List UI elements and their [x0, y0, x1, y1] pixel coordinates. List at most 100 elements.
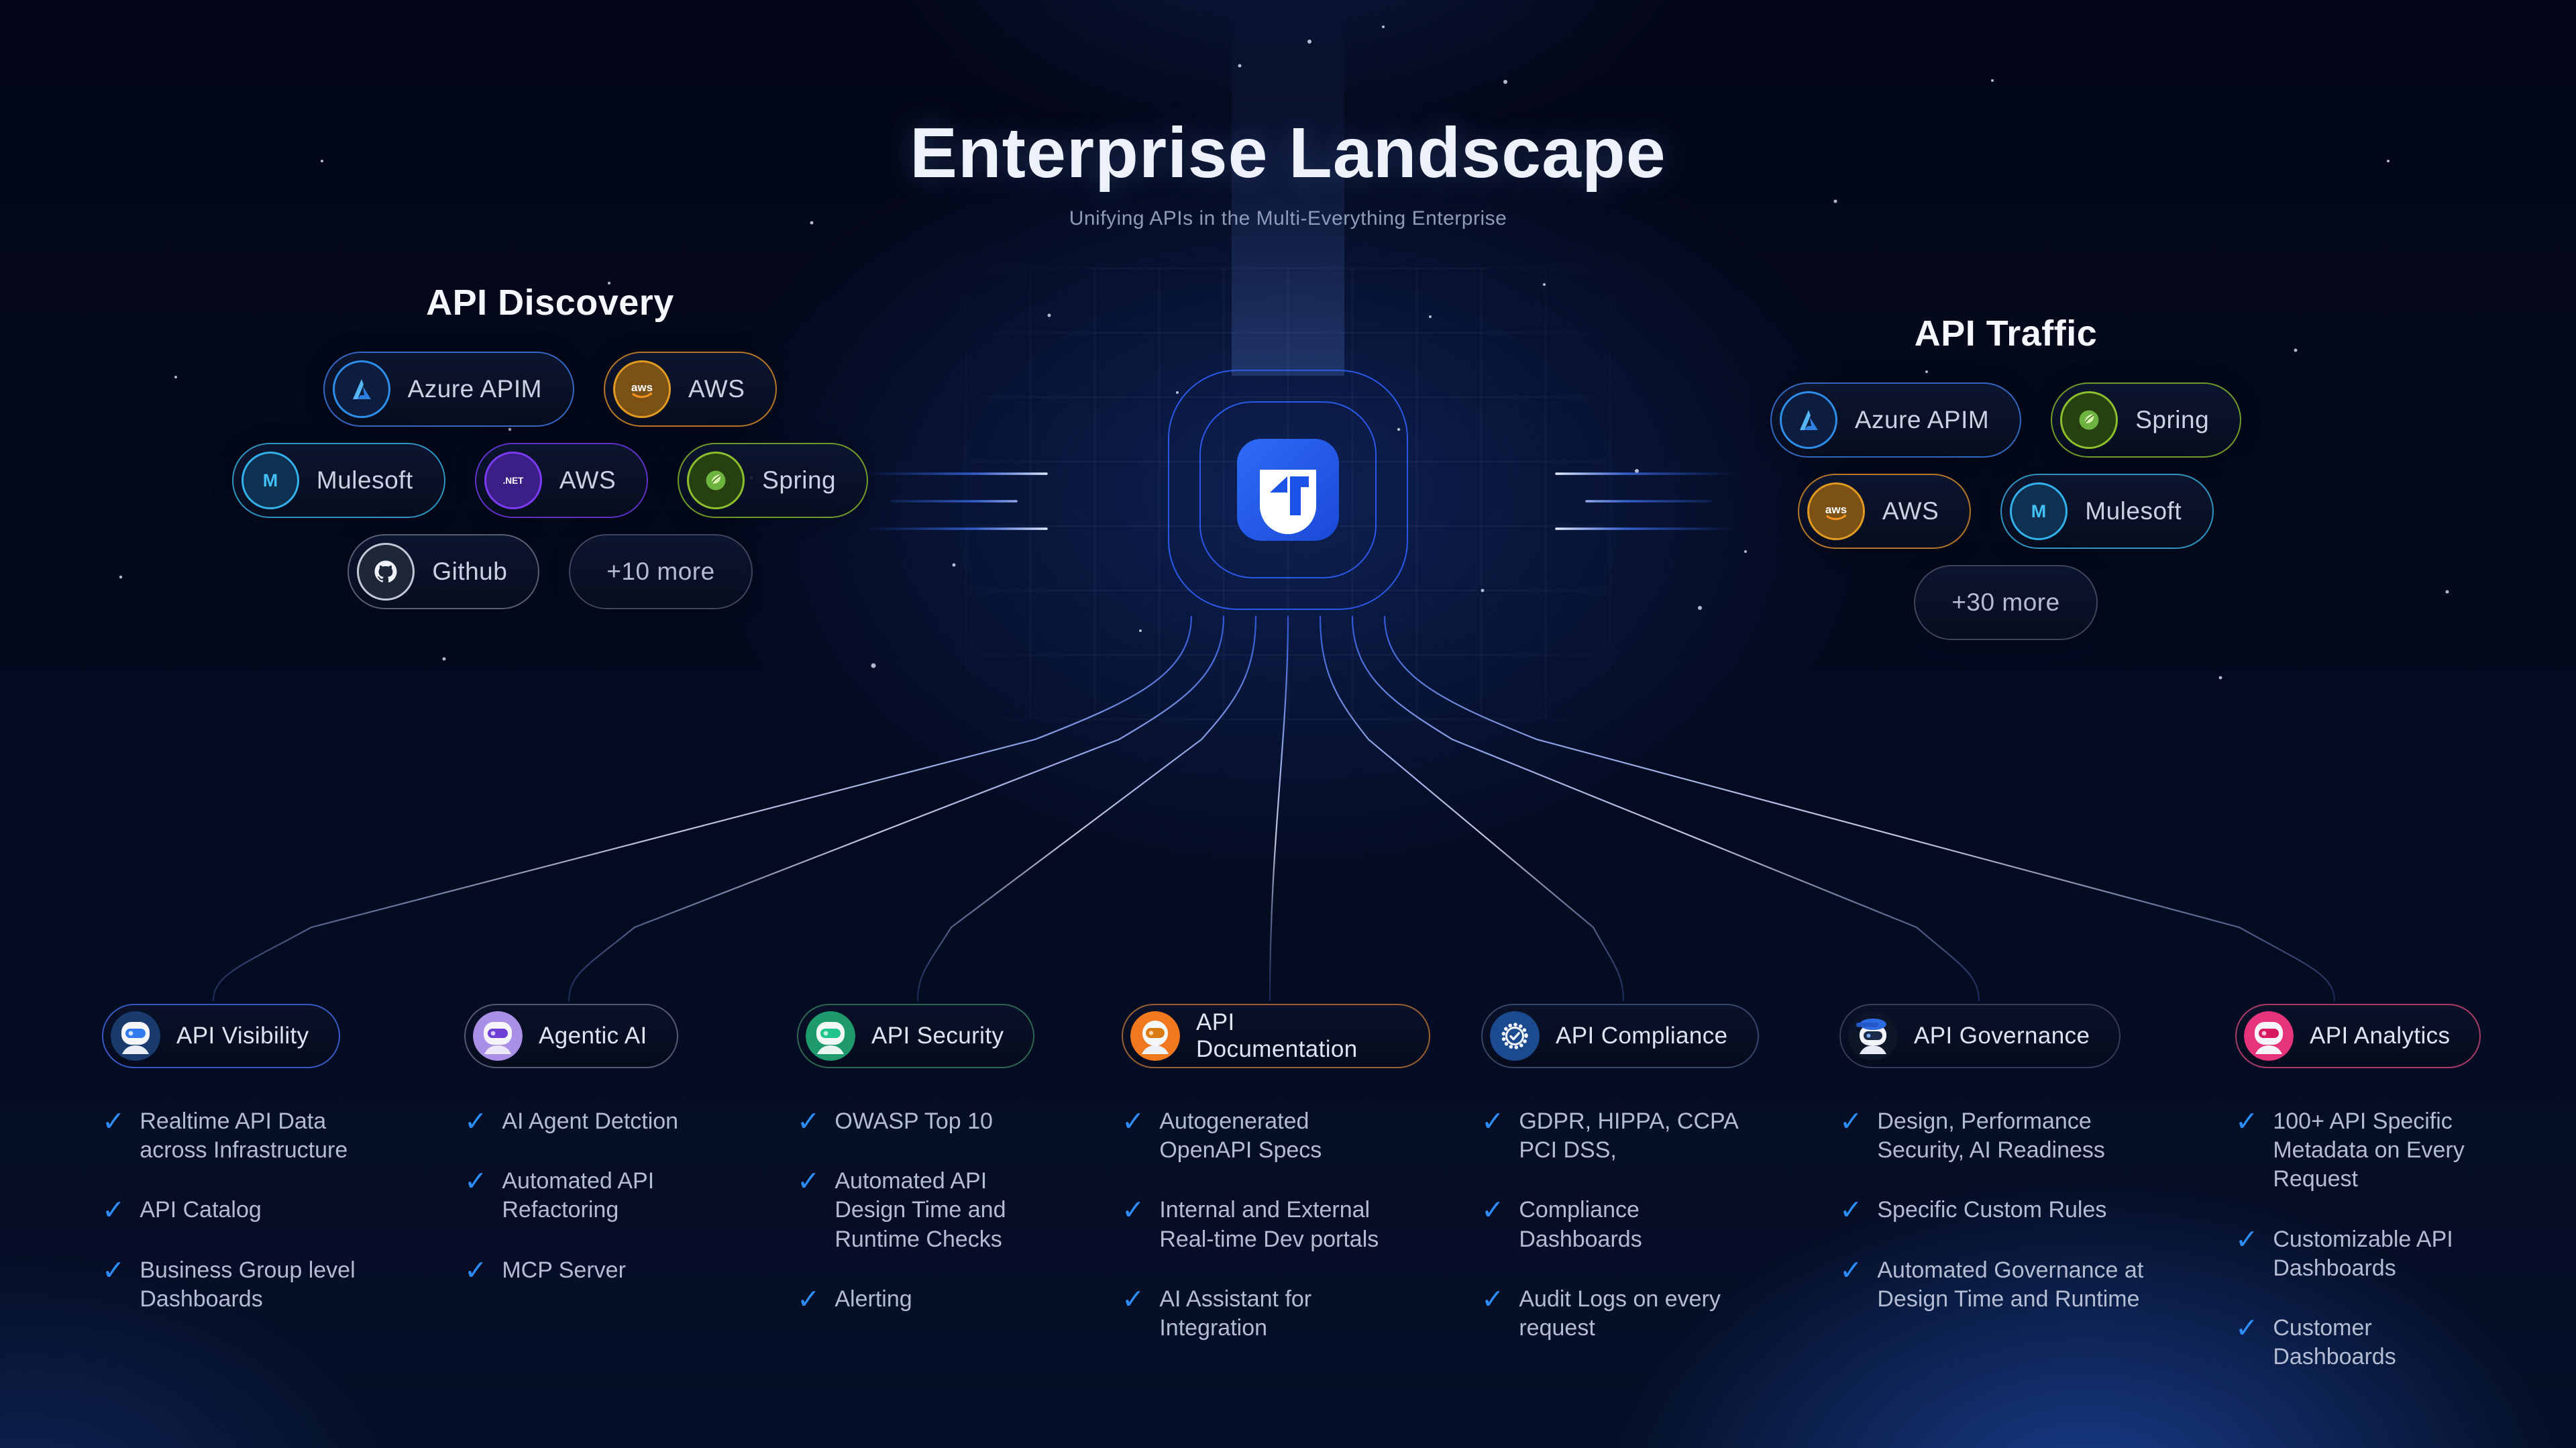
check-icon: ✓ — [1481, 1105, 1505, 1137]
check-icon: ✓ — [464, 1253, 488, 1286]
provider-pill-github: Github — [347, 534, 540, 609]
mulesoft-icon: M — [241, 452, 299, 509]
treblle-logo — [1237, 439, 1339, 541]
checklist-item: ✓Business Group level Dashboards — [102, 1253, 356, 1312]
category-label: API Documentation — [1196, 1009, 1358, 1062]
api-compliance-pill: API Compliance — [1481, 1004, 1759, 1068]
check-icon: ✓ — [1839, 1253, 1863, 1286]
api-traffic-panel: API Traffic Azure APIM Spring aws — [1758, 313, 2254, 640]
provider-label: AWS — [688, 375, 745, 403]
svg-text:M: M — [263, 470, 278, 490]
provider-pill-azure-apim: Azure APIM — [1770, 382, 2022, 458]
category-api-governance: API Governance ✓Design, Performance Secu… — [1839, 1004, 2148, 1345]
check-icon: ✓ — [102, 1194, 125, 1227]
checklist-item: ✓API Catalog — [102, 1194, 262, 1227]
api-discovery-panel: API Discovery Azure APIM aws AWS M Mule — [215, 282, 885, 609]
light-beam — [1232, 0, 1344, 376]
more-providers-pill: +30 more — [1914, 565, 2098, 640]
azure-icon — [1779, 391, 1837, 449]
category-label: API Security — [871, 1023, 1004, 1049]
checklist-item: ✓Design, Performance Security, AI Readin… — [1839, 1105, 2105, 1163]
provider-label: Github — [432, 558, 508, 585]
spring-icon — [2060, 391, 2118, 449]
speed-lines-right — [1555, 472, 1737, 530]
more-count-label: +10 more — [606, 558, 715, 585]
provider-label: Azure APIM — [407, 375, 542, 403]
checklist-item: ✓Autogenerated OpenAPI Specs — [1122, 1105, 1322, 1163]
api-discovery-heading: API Discovery — [426, 282, 674, 323]
check-icon: ✓ — [102, 1253, 125, 1286]
checklist-item: ✓Alerting — [797, 1282, 912, 1315]
check-icon: ✓ — [1122, 1282, 1145, 1315]
center-logo-frame — [1168, 370, 1408, 610]
category-api-analytics: API Analytics ✓100+ API Specific Metadat… — [2235, 1004, 2544, 1402]
category-api-compliance: API Compliance ✓GDPR, HIPPA, CCPA PCI DS… — [1481, 1004, 1790, 1374]
provider-label: Mulesoft — [316, 466, 413, 494]
compliance-badge-icon — [1490, 1011, 1540, 1061]
agentic-ai-pill: Agentic AI — [464, 1004, 678, 1068]
provider-label: Azure APIM — [1854, 406, 1990, 433]
provider-pill-mulesoft: M Mulesoft — [2000, 474, 2214, 549]
checklist-item: ✓Customer Dashboards — [2235, 1311, 2396, 1370]
agentic-ai-checklist: ✓AI Agent Detction ✓Automated API Refact… — [464, 1105, 773, 1286]
checklist-item: ✓Specific Custom Rules — [1839, 1194, 2107, 1227]
api-documentation-pill: API Documentation — [1122, 1004, 1430, 1068]
checklist-item: ✓GDPR, HIPPA, CCPA PCI DSS, — [1481, 1105, 1737, 1163]
provider-pill-spring: Spring — [678, 443, 869, 518]
api-documentation-robot-icon — [1130, 1011, 1180, 1061]
checklist-item: ✓Internal and External Real-time Dev por… — [1122, 1194, 1379, 1252]
check-icon: ✓ — [464, 1165, 488, 1198]
page-subtitle: Unifying APIs in the Multi-Everything En… — [1069, 207, 1507, 229]
category-label: Agentic AI — [539, 1023, 647, 1049]
speed-lines-left — [865, 472, 1048, 530]
api-security-pill: API Security — [797, 1004, 1035, 1068]
github-icon — [357, 543, 415, 601]
api-compliance-checklist: ✓GDPR, HIPPA, CCPA PCI DSS, ✓Compliance … — [1481, 1105, 1790, 1343]
check-icon: ✓ — [1839, 1105, 1863, 1137]
star-particles — [119, 25, 2449, 680]
check-icon: ✓ — [797, 1282, 820, 1315]
api-visibility-robot-icon — [111, 1011, 160, 1061]
aws-icon: aws — [1807, 482, 1865, 540]
category-api-visibility: API Visibility ✓Realtime API Data across… — [102, 1004, 411, 1345]
fan-connectors — [212, 615, 2336, 1002]
checklist-item: ✓AI Assistant for Integration — [1122, 1282, 1312, 1341]
category-agentic-ai: Agentic AI ✓AI Agent Detction ✓Automated… — [464, 1004, 773, 1316]
provider-label: AWS — [559, 466, 616, 494]
api-analytics-pill: API Analytics — [2235, 1004, 2481, 1068]
checklist-item: ✓MCP Server — [464, 1253, 626, 1286]
provider-pill-azure-apim: Azure APIM — [323, 352, 574, 427]
provider-label: AWS — [1882, 497, 1939, 525]
checklist-item: ✓Audit Logs on every request — [1481, 1282, 1721, 1341]
check-icon: ✓ — [2235, 1311, 2259, 1344]
category-label: API Governance — [1914, 1023, 2090, 1049]
api-governance-checklist: ✓Design, Performance Security, AI Readin… — [1839, 1105, 2148, 1314]
check-icon: ✓ — [1839, 1194, 1863, 1227]
provider-label: Spring — [2135, 406, 2210, 433]
checklist-item: ✓Automated Governance at Design Time and… — [1839, 1253, 2144, 1312]
agentic-ai-robot-icon — [473, 1011, 523, 1061]
api-traffic-heading: API Traffic — [1914, 313, 2098, 354]
api-governance-robot-icon — [1848, 1011, 1898, 1061]
checklist-item: ✓Customizable API Dashboards — [2235, 1223, 2453, 1281]
svg-text:aws: aws — [631, 381, 653, 394]
checklist-item: ✓AI Agent Detction — [464, 1105, 679, 1137]
provider-label: Spring — [762, 466, 837, 494]
checklist-item: ✓Realtime API Data across Infrastructure — [102, 1105, 348, 1163]
check-icon: ✓ — [2235, 1105, 2259, 1137]
more-count-label: +30 more — [1951, 588, 2060, 616]
check-icon: ✓ — [1481, 1194, 1505, 1227]
dotnet-icon: .NET — [484, 452, 542, 509]
mulesoft-icon: M — [2010, 482, 2068, 540]
provider-pill-aws: aws AWS — [603, 352, 777, 427]
category-label: API Analytics — [2310, 1023, 2451, 1049]
check-icon: ✓ — [1481, 1282, 1505, 1315]
aws-icon: aws — [612, 360, 671, 418]
provider-pill-aws: aws AWS — [1797, 474, 1972, 549]
more-providers-pill: +10 more — [569, 534, 753, 609]
provider-label: Mulesoft — [2085, 497, 2182, 525]
page-title: Enterprise Landscape — [910, 113, 1666, 193]
api-analytics-checklist: ✓100+ API Specific Metadata on Every Req… — [2235, 1105, 2544, 1372]
api-security-robot-icon — [806, 1011, 855, 1061]
